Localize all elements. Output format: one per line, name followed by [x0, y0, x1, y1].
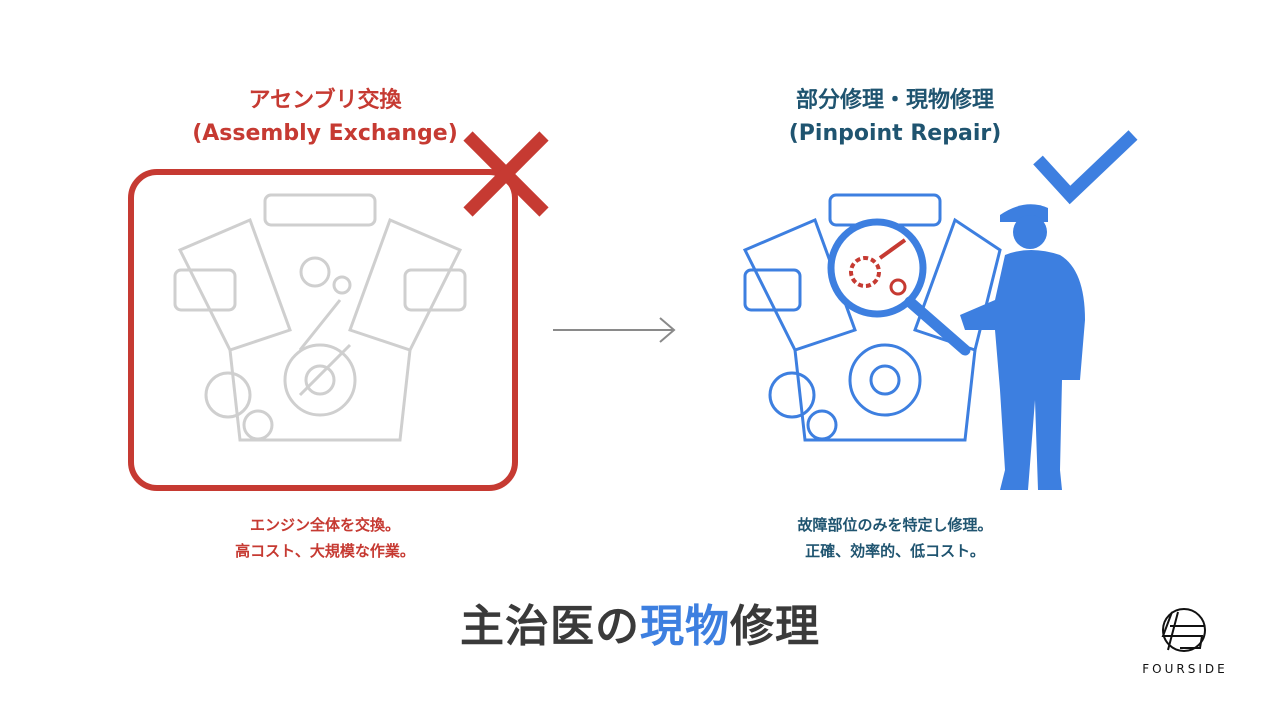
engine-blue-illustration: [742, 193, 1002, 442]
left-title: アセンブリ交換 (Assembly Exchange): [170, 84, 480, 150]
engine-gray-illustration: [173, 193, 467, 442]
left-description: エンジン全体を交換。 高コスト、大規模な作業。: [170, 512, 480, 564]
left-title-ja: アセンブリ交換: [248, 88, 402, 113]
arrow-right-icon: [553, 317, 676, 343]
left-title-en: (Assembly Exchange): [192, 121, 458, 146]
mechanic-figure: [960, 204, 1085, 490]
main-title-part1: 主治医の: [460, 601, 640, 652]
main-title: 主治医の現物修理: [0, 590, 1280, 654]
main-title-part2: 修理: [730, 601, 820, 652]
right-title: 部分修理・現物修理 (Pinpoint Repair): [740, 84, 1050, 150]
right-desc-line2: 正確、効率的、低コスト。: [805, 542, 985, 560]
left-desc-line1: エンジン全体を交換。: [249, 516, 400, 534]
check-mark-icon: [1033, 130, 1138, 205]
right-title-en: (Pinpoint Repair): [788, 121, 1002, 146]
fourside-logo: [1161, 608, 1206, 652]
logo-text: FOURSIDE: [1142, 662, 1228, 676]
left-frame: [128, 169, 518, 491]
right-title-ja: 部分修理・現物修理: [795, 88, 994, 113]
left-desc-line2: 高コスト、大規模な作業。: [235, 542, 415, 560]
right-description: 故障部位のみを特定し修理。 正確、効率的、低コスト。: [740, 512, 1050, 564]
right-desc-line1: 故障部位のみを特定し修理。: [797, 516, 993, 534]
x-mark-icon: [463, 131, 549, 217]
magnifier-icon: [827, 218, 971, 356]
main-title-accent: 現物: [640, 601, 730, 652]
